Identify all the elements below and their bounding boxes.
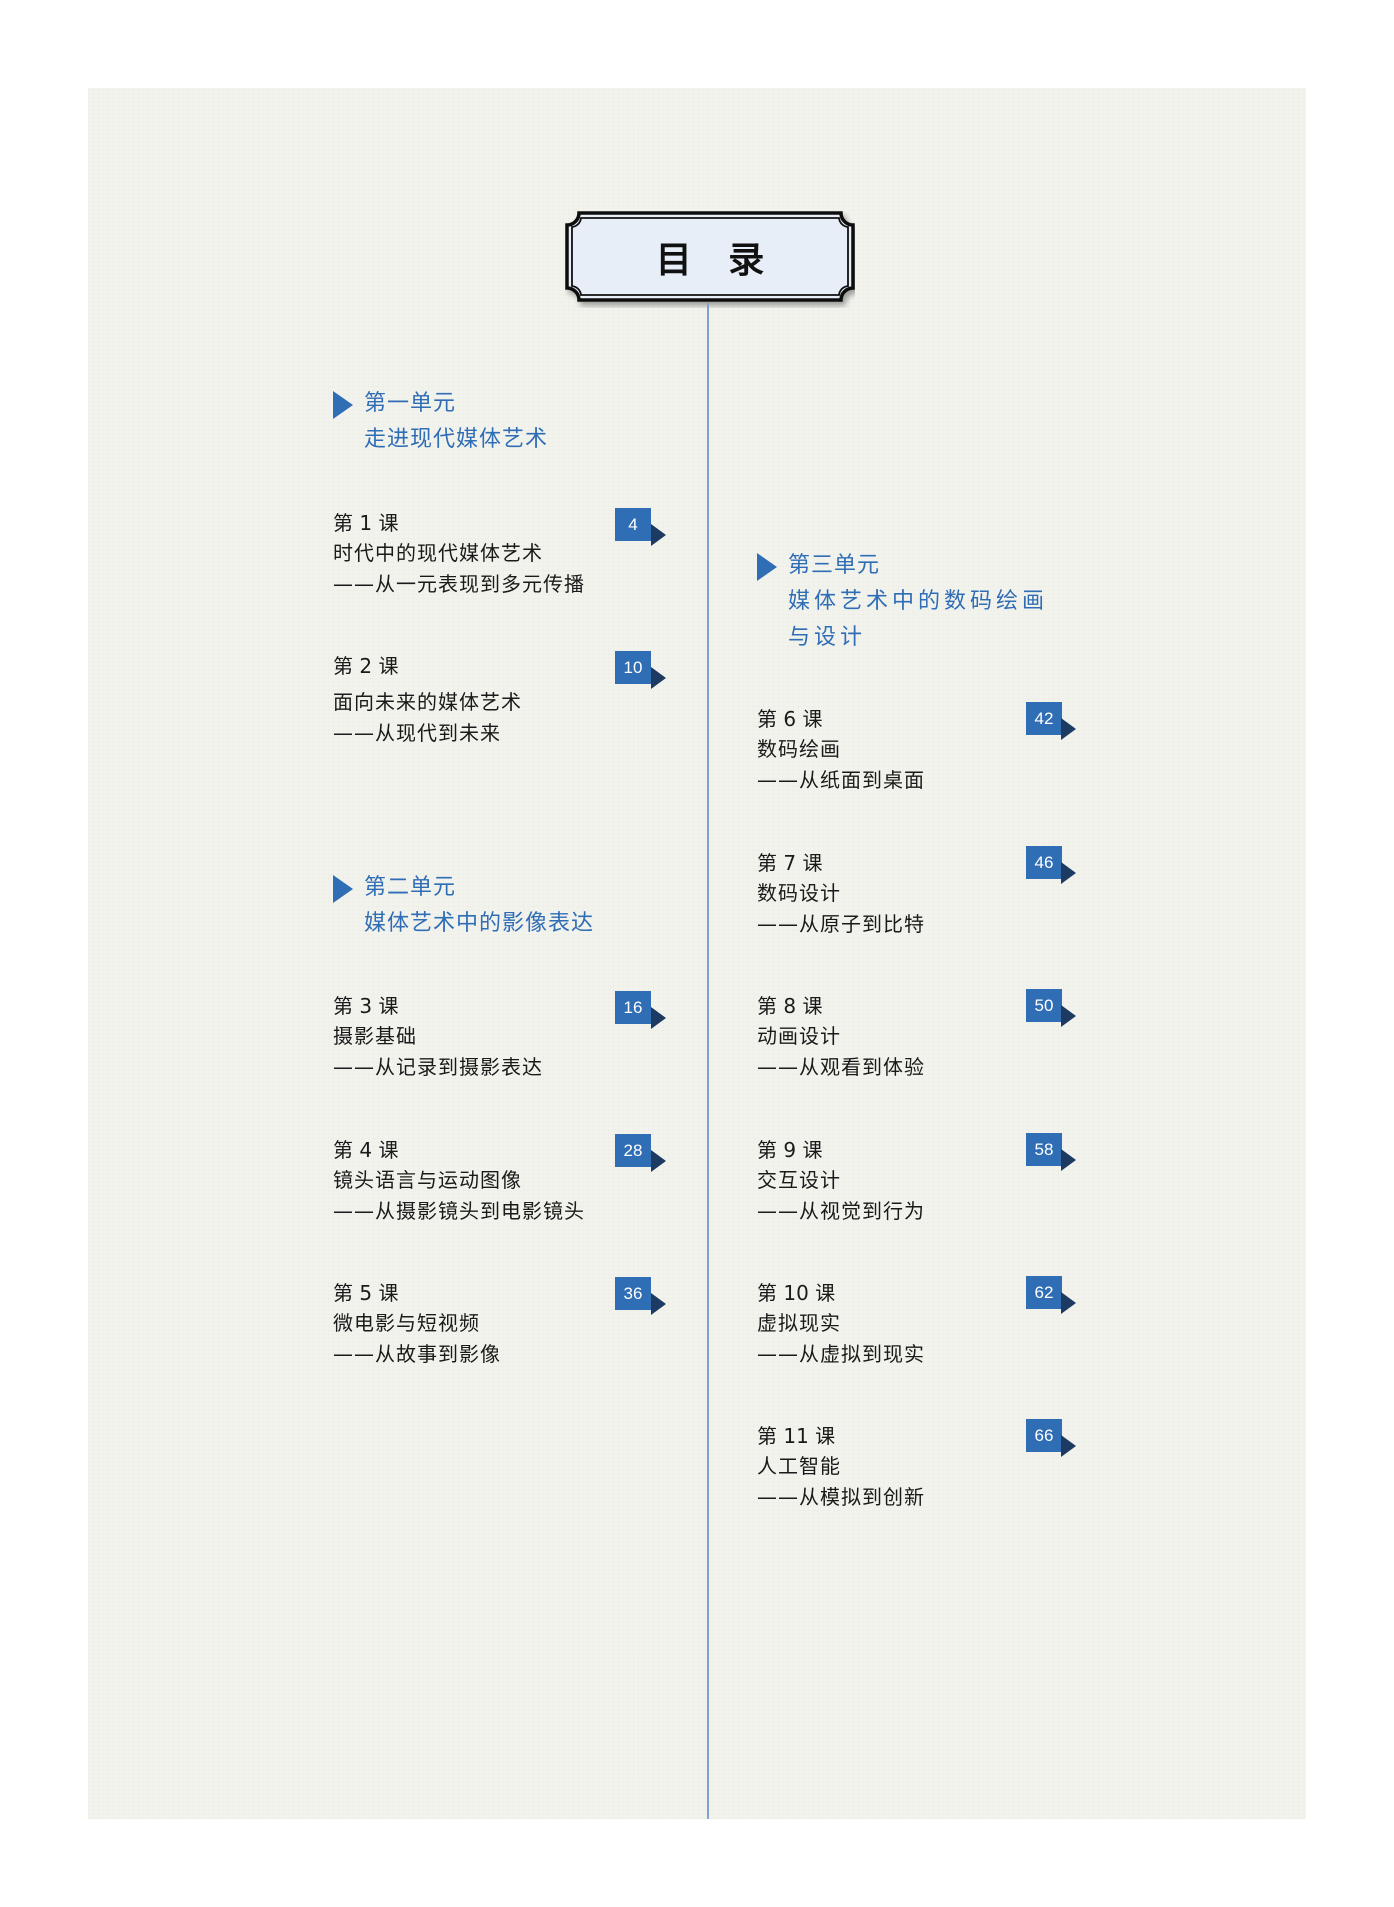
arrow-right-icon xyxy=(651,1007,666,1029)
lesson-6[interactable]: 第 6 课 数码绘画 ——从纸面到桌面 xyxy=(757,705,1137,805)
unit-title: 媒体艺术中的影像表达 xyxy=(364,911,595,936)
triangle-marker-icon xyxy=(333,875,353,903)
lesson-title: 时代中的现代媒体艺术 xyxy=(333,541,543,565)
lesson-subtitle: ——从原子到比特 xyxy=(757,912,925,936)
lesson-number: 第 2 课 xyxy=(333,654,399,678)
page-number-badge[interactable]: 42 xyxy=(1026,702,1062,735)
unit-label: 第二单元 xyxy=(364,875,457,900)
lesson-title: 虚拟现实 xyxy=(757,1311,841,1335)
lesson-7[interactable]: 第 7 课 数码设计 ——从原子到比特 xyxy=(757,849,1137,949)
lesson-title: 镜头语言与运动图像 xyxy=(333,1168,522,1192)
lesson-3[interactable]: 第 3 课 摄影基础 ——从记录到摄影表达 xyxy=(333,992,713,1092)
lesson-number: 第 3 课 xyxy=(333,994,399,1018)
lesson-number: 第 9 课 xyxy=(757,1138,823,1162)
page-number-badge[interactable]: 10 xyxy=(615,651,651,684)
lesson-10[interactable]: 第 10 课 虚拟现实 ——从虚拟到现实 xyxy=(757,1279,1137,1379)
arrow-right-icon xyxy=(1061,862,1076,884)
arrow-right-icon xyxy=(651,1293,666,1315)
arrow-right-icon xyxy=(651,524,666,546)
lesson-subtitle: ——从记录到摄影表达 xyxy=(333,1055,543,1079)
lesson-title: 数码设计 xyxy=(757,881,841,905)
page-number-badge[interactable]: 28 xyxy=(615,1134,651,1167)
arrow-right-icon xyxy=(1061,1435,1076,1457)
arrow-right-icon xyxy=(651,1150,666,1172)
arrow-right-icon xyxy=(1061,1292,1076,1314)
arrow-right-icon xyxy=(1061,718,1076,740)
lesson-title: 交互设计 xyxy=(757,1168,841,1192)
triangle-marker-icon xyxy=(757,553,777,581)
lesson-subtitle: ——从摄影镜头到电影镜头 xyxy=(333,1199,585,1223)
lesson-title: 数码绘画 xyxy=(757,737,841,761)
lesson-subtitle: ——从纸面到桌面 xyxy=(757,768,925,792)
page-number-badge[interactable]: 46 xyxy=(1026,846,1062,879)
lesson-number: 第 5 课 xyxy=(333,1281,399,1305)
lesson-number: 第 4 课 xyxy=(333,1138,399,1162)
lesson-number: 第 11 课 xyxy=(757,1424,836,1448)
lesson-1[interactable]: 第 1 课 时代中的现代媒体艺术 ——从一元表现到多元传播 xyxy=(333,509,713,609)
lesson-11[interactable]: 第 11 课 人工智能 ——从模拟到创新 xyxy=(757,1422,1137,1522)
lesson-8[interactable]: 第 8 课 动画设计 ——从观看到体验 xyxy=(757,992,1137,1092)
lesson-number: 第 10 课 xyxy=(757,1281,836,1305)
lesson-subtitle: ——从现代到未来 xyxy=(333,721,501,745)
lesson-subtitle: ——从一元表现到多元传播 xyxy=(333,572,585,596)
lesson-9[interactable]: 第 9 课 交互设计 ——从视觉到行为 xyxy=(757,1136,1137,1236)
lesson-title: 摄影基础 xyxy=(333,1024,417,1048)
lesson-4[interactable]: 第 4 课 镜头语言与运动图像 ——从摄影镜头到电影镜头 xyxy=(333,1136,713,1236)
page-number-badge[interactable]: 36 xyxy=(615,1277,651,1310)
lesson-subtitle: ——从模拟到创新 xyxy=(757,1485,925,1509)
toc-title-box: 目 录 xyxy=(565,211,855,302)
lesson-subtitle: ——从观看到体验 xyxy=(757,1055,925,1079)
page-number-badge[interactable]: 66 xyxy=(1026,1419,1062,1452)
lesson-title: 人工智能 xyxy=(757,1454,841,1478)
unit-label: 第三单元 xyxy=(788,553,881,578)
page-number-badge[interactable]: 16 xyxy=(615,991,651,1024)
lesson-subtitle: ——从故事到影像 xyxy=(333,1342,501,1366)
unit-title: 媒体艺术中的数码绘画 xyxy=(788,589,1049,614)
page-number-badge[interactable]: 62 xyxy=(1026,1276,1062,1309)
lesson-title: 面向未来的媒体艺术 xyxy=(333,690,522,714)
lesson-subtitle: ——从视觉到行为 xyxy=(757,1199,925,1223)
lesson-title: 动画设计 xyxy=(757,1024,841,1048)
page-number-badge[interactable]: 4 xyxy=(615,508,651,541)
page-title: 目 录 xyxy=(655,239,777,281)
unit-title: 走进现代媒体艺术 xyxy=(364,427,549,452)
lesson-title: 微电影与短视频 xyxy=(333,1311,480,1335)
lesson-number: 第 6 课 xyxy=(757,707,823,731)
page-number-badge[interactable]: 58 xyxy=(1026,1133,1062,1166)
lesson-number: 第 7 课 xyxy=(757,851,823,875)
lesson-2[interactable]: 第 2 课 面向未来的媒体艺术 ——从现代到未来 xyxy=(333,652,713,752)
toc-page xyxy=(88,88,1306,1819)
lesson-number: 第 1 课 xyxy=(333,511,399,535)
triangle-marker-icon xyxy=(333,391,353,419)
lesson-5[interactable]: 第 5 课 微电影与短视频 ——从故事到影像 xyxy=(333,1279,713,1379)
center-divider-line xyxy=(707,303,709,1819)
page-number-badge[interactable]: 50 xyxy=(1026,989,1062,1022)
arrow-right-icon xyxy=(1061,1005,1076,1027)
arrow-right-icon xyxy=(1061,1149,1076,1171)
lesson-subtitle: ——从虚拟到现实 xyxy=(757,1342,925,1366)
arrow-right-icon xyxy=(651,667,666,689)
unit-title-continued: 与设计 xyxy=(788,625,867,650)
ornate-frame-icon xyxy=(565,211,855,302)
unit-label: 第一单元 xyxy=(364,391,457,416)
lesson-number: 第 8 课 xyxy=(757,994,823,1018)
